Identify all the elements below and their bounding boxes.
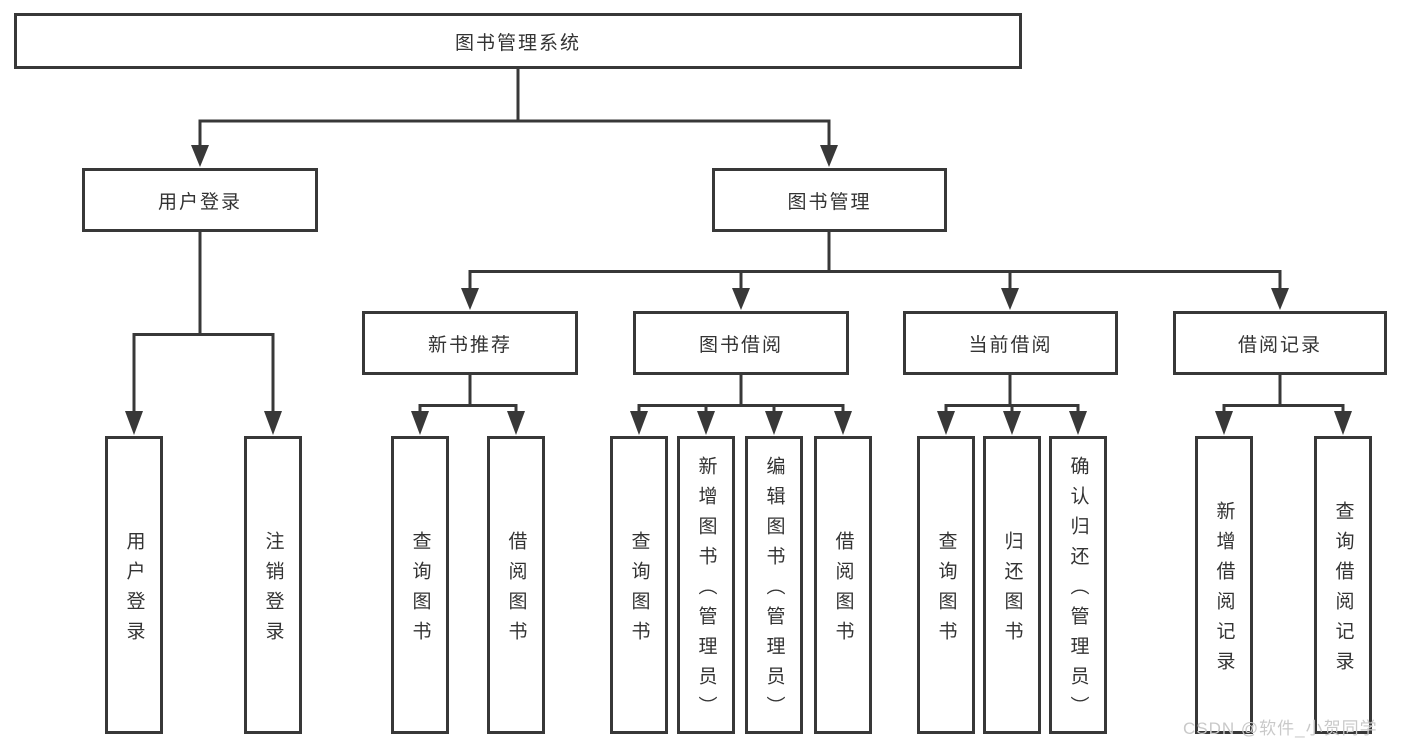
leaf-edit-book-admin: 编辑图书（管理员） xyxy=(745,436,803,734)
leaf-query-book-borrow: 查询图书 xyxy=(610,436,668,734)
node-root-label: 图书管理系统 xyxy=(454,32,581,54)
leaf-borrow-book: 借阅图书 xyxy=(814,436,872,734)
node-root: 图书管理系统 xyxy=(14,13,1022,69)
leaf-return-book-label: 归还图书 xyxy=(1001,530,1023,651)
leaf-borrow-book-label: 借阅图书 xyxy=(832,530,854,651)
leaf-query-borrow-record-label: 查询借阅记录 xyxy=(1332,500,1354,681)
node-borrow-record-label: 借阅记录 xyxy=(1237,334,1322,356)
node-book-borrow-label: 图书借阅 xyxy=(698,334,783,356)
leaf-query-book-recommend-label: 查询图书 xyxy=(409,530,431,651)
leaf-query-book-current: 查询图书 xyxy=(917,436,975,734)
leaf-query-book-recommend: 查询图书 xyxy=(391,436,449,734)
node-new-book-recommend-label: 新书推荐 xyxy=(427,334,512,356)
leaf-query-book-borrow-label: 查询图书 xyxy=(628,530,650,651)
node-borrow-record: 借阅记录 xyxy=(1173,311,1387,375)
arrowheads xyxy=(125,145,1352,435)
node-book-manage: 图书管理 xyxy=(712,168,947,232)
leaf-user-login: 用户登录 xyxy=(105,436,163,734)
leaf-add-borrow-record: 新增借阅记录 xyxy=(1195,436,1253,734)
leaf-edit-book-admin-label: 编辑图书（管理员） xyxy=(763,455,785,726)
node-new-book-recommend: 新书推荐 xyxy=(362,311,578,375)
node-current-borrow-label: 当前借阅 xyxy=(968,334,1053,356)
node-book-borrow: 图书借阅 xyxy=(633,311,849,375)
leaf-borrow-book-recommend-label: 借阅图书 xyxy=(505,530,527,651)
leaf-add-book-admin: 新增图书（管理员） xyxy=(677,436,735,734)
node-user-login-label: 用户登录 xyxy=(157,191,242,213)
leaf-return-book: 归还图书 xyxy=(983,436,1041,734)
leaf-confirm-return-admin-label: 确认归还（管理员） xyxy=(1067,455,1089,726)
leaf-borrow-book-recommend: 借阅图书 xyxy=(487,436,545,734)
leaf-add-borrow-record-label: 新增借阅记录 xyxy=(1213,500,1235,681)
watermark: CSDN @软件_小贺同学 xyxy=(1183,719,1378,738)
leaf-logout: 注销登录 xyxy=(244,436,302,734)
node-user-login: 用户登录 xyxy=(82,168,318,232)
leaf-add-book-admin-label: 新增图书（管理员） xyxy=(695,455,717,726)
leaf-confirm-return-admin: 确认归还（管理员） xyxy=(1049,436,1107,734)
leaf-user-login-label: 用户登录 xyxy=(123,530,145,651)
leaf-query-borrow-record: 查询借阅记录 xyxy=(1314,436,1372,734)
leaf-query-book-current-label: 查询图书 xyxy=(935,530,957,651)
node-current-borrow: 当前借阅 xyxy=(903,311,1118,375)
leaf-logout-label: 注销登录 xyxy=(262,530,284,651)
node-book-manage-label: 图书管理 xyxy=(787,191,872,213)
